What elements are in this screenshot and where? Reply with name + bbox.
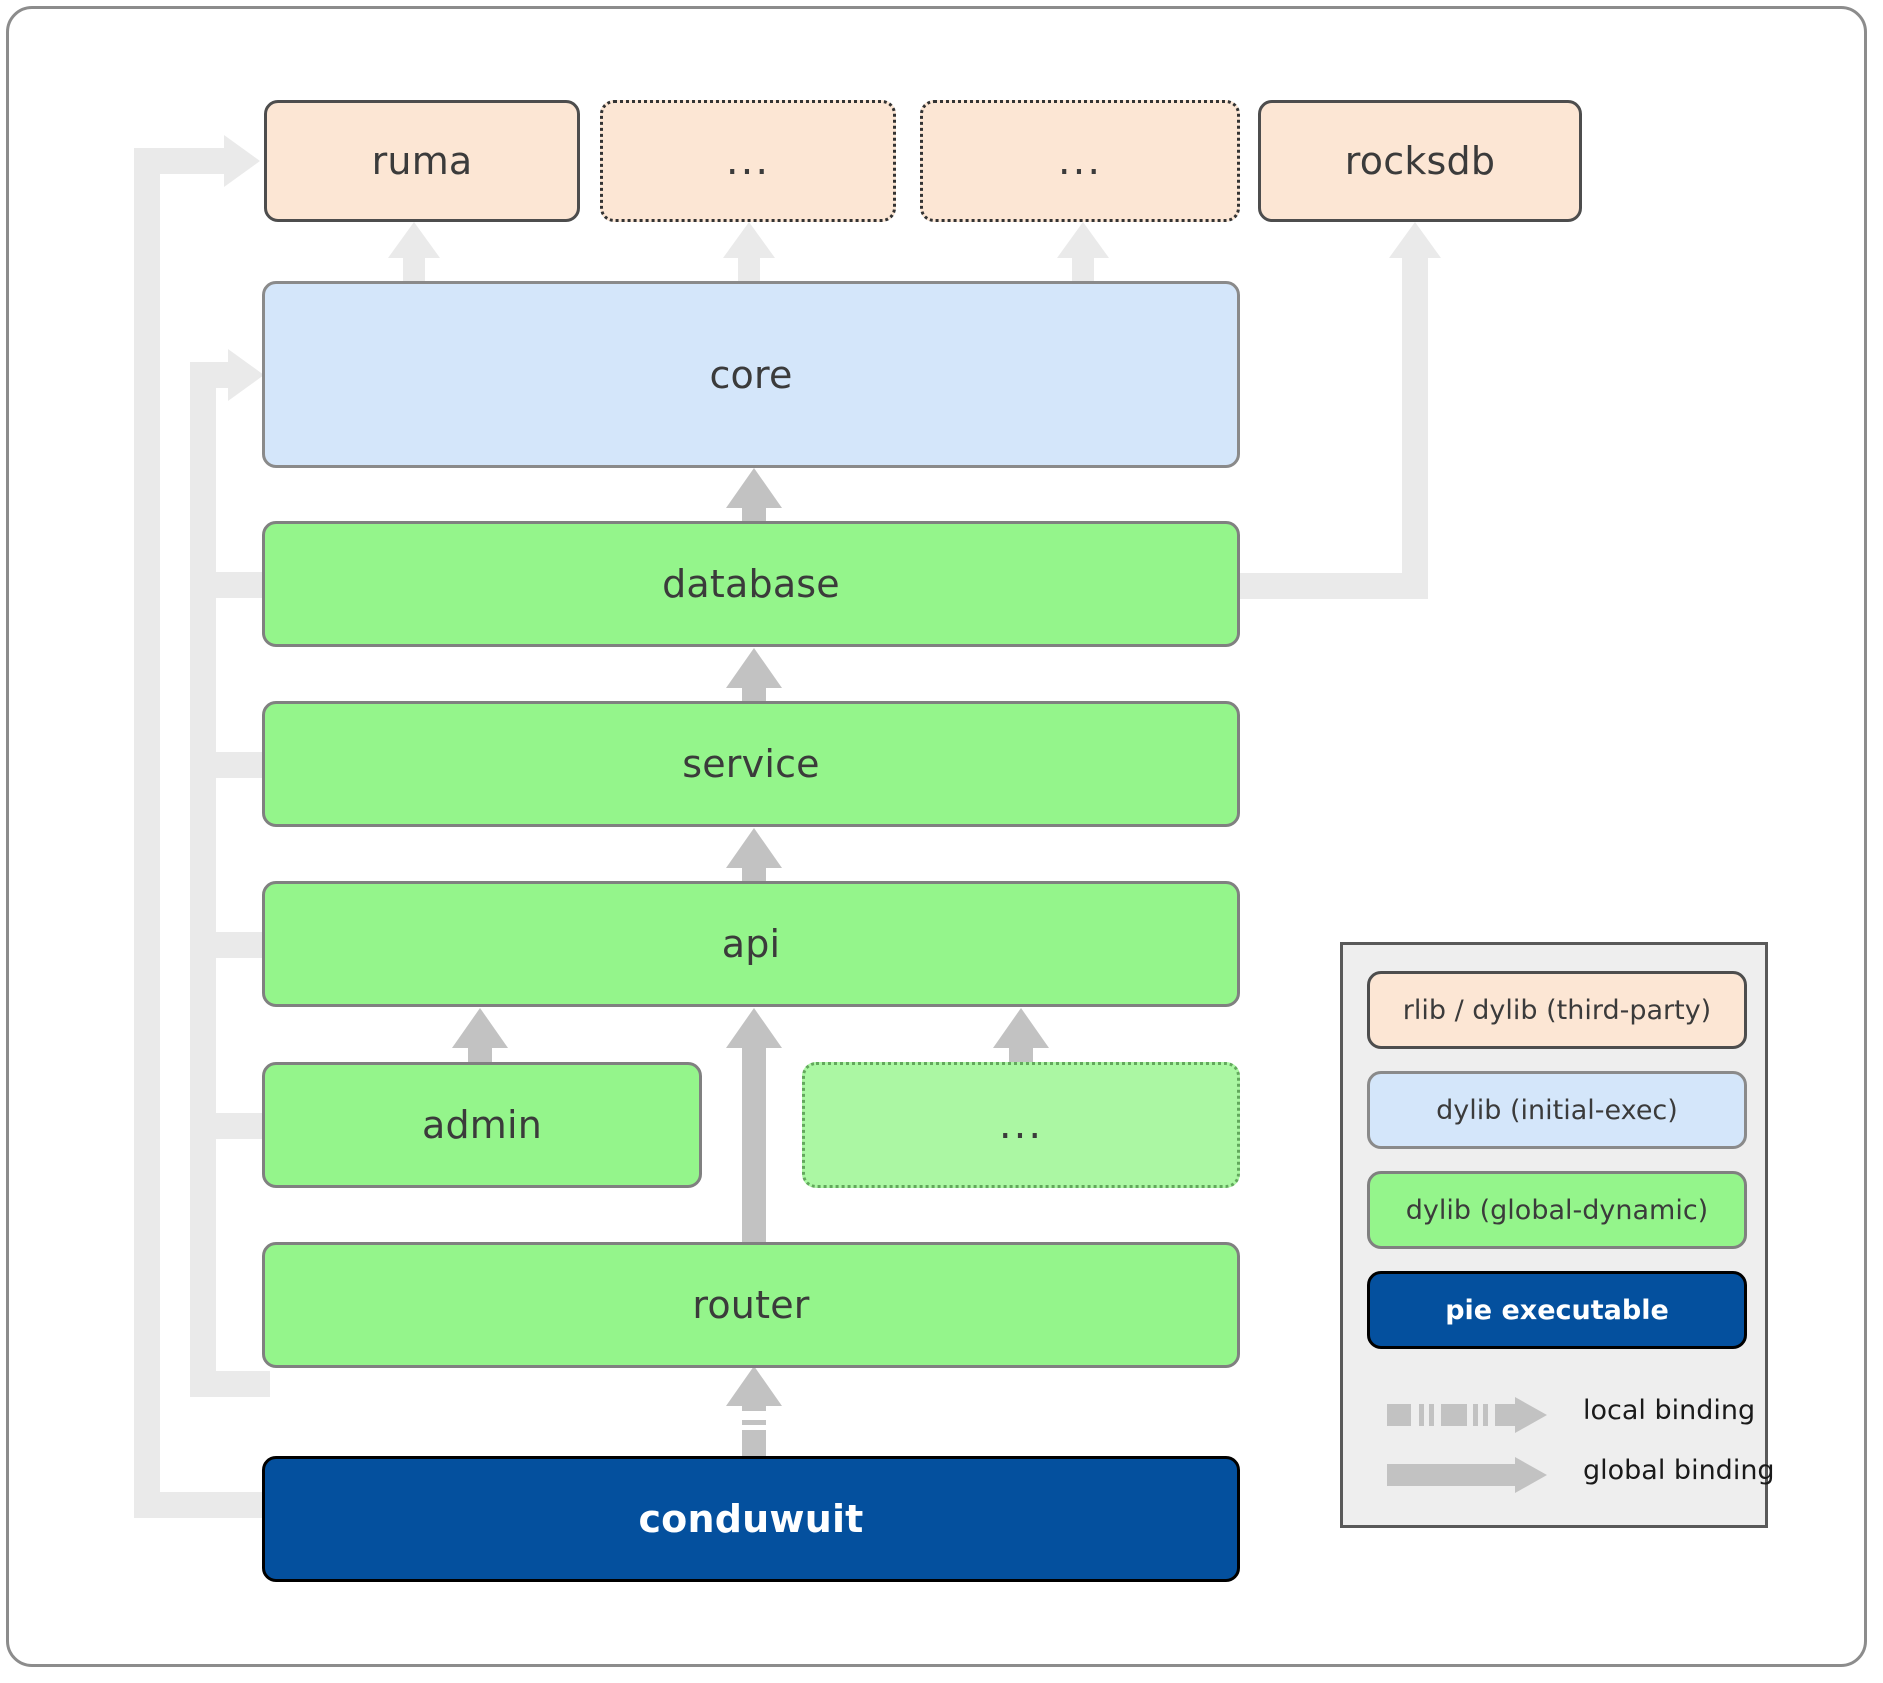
node-ext1-label: ... <box>725 138 771 184</box>
node-more-label: ... <box>998 1102 1044 1148</box>
bus-branch-api <box>190 932 270 958</box>
core-to-ruma-arrowhead <box>388 222 440 258</box>
node-database[interactable]: database <box>262 521 1240 647</box>
node-core-label: core <box>709 352 793 397</box>
node-ruma[interactable]: ruma <box>264 100 580 222</box>
database-to-core-arrowhead <box>726 468 782 508</box>
legend-panel: rlib / dylib (third-party) dylib (initia… <box>1340 942 1775 1528</box>
bus-outer-bottom <box>134 1492 264 1518</box>
node-more[interactable]: ... <box>802 1062 1240 1188</box>
legend-swatch-third-party: rlib / dylib (third-party) <box>1367 971 1747 1049</box>
conduwuit-to-router-shaft-seg2 <box>742 1420 766 1425</box>
bus-branch-database <box>190 572 270 598</box>
node-conduwuit-label: conduwuit <box>638 1497 864 1541</box>
api-to-service-arrowhead <box>726 828 782 868</box>
legend-swatch-pie-executable-label: pie executable <box>1445 1294 1669 1326</box>
legend-swatch-third-party-label: rlib / dylib (third-party) <box>1402 994 1712 1026</box>
core-to-ext1-arrowhead <box>723 222 775 258</box>
legend-swatch-initial-exec: dylib (initial-exec) <box>1367 1071 1747 1149</box>
node-conduwuit[interactable]: conduwuit <box>262 1456 1240 1582</box>
legend-global-binding-icon <box>1387 1457 1547 1493</box>
node-admin[interactable]: admin <box>262 1062 702 1188</box>
node-database-label: database <box>662 562 840 606</box>
service-to-database-arrowhead <box>726 648 782 688</box>
legend-local-binding-icon <box>1387 1397 1547 1433</box>
node-core[interactable]: core <box>262 281 1240 468</box>
legend-swatch-pie-executable: pie executable <box>1367 1271 1747 1349</box>
legend-local-binding-label: local binding <box>1583 1395 1756 1426</box>
bus-branch-core-arrowhead <box>228 349 264 401</box>
node-api-label: api <box>721 922 781 966</box>
node-router[interactable]: router <box>262 1242 1240 1368</box>
node-ruma-label: ruma <box>371 139 473 183</box>
legend-swatch-global-dynamic: dylib (global-dynamic) <box>1367 1171 1747 1249</box>
bus-inner-bottom <box>190 1371 270 1397</box>
bus-branch-service <box>190 752 270 778</box>
bus-inner-vertical <box>190 362 216 1397</box>
router-to-api-arrowhead <box>726 1008 782 1048</box>
node-service-label: service <box>682 742 820 786</box>
node-router-label: router <box>692 1283 810 1327</box>
legend-swatch-initial-exec-label: dylib (initial-exec) <box>1436 1094 1678 1126</box>
node-ext1[interactable]: ... <box>600 100 896 222</box>
bus-branch-admin <box>190 1113 270 1139</box>
admin-to-api-arrowhead <box>452 1008 508 1048</box>
conduwuit-to-router-shaft-seg1 <box>742 1430 766 1458</box>
node-api[interactable]: api <box>262 881 1240 1007</box>
node-rocksdb[interactable]: rocksdb <box>1258 100 1582 222</box>
more-to-api-arrowhead <box>993 1008 1049 1048</box>
router-to-api-shaft <box>742 1040 766 1246</box>
node-ext2[interactable]: ... <box>920 100 1240 222</box>
node-rocksdb-label: rocksdb <box>1344 139 1496 183</box>
database-to-rocksdb-vertical <box>1402 258 1428 599</box>
node-ext2-label: ... <box>1057 138 1103 184</box>
conduwuit-to-router-shaft-seg3 <box>742 1406 766 1411</box>
bus-outer-vertical <box>134 148 160 1518</box>
node-admin-label: admin <box>421 1103 543 1147</box>
conduwuit-to-router-arrowhead <box>726 1366 782 1406</box>
bus-to-ruma-arrowhead <box>224 135 260 187</box>
legend-swatch-global-dynamic-label: dylib (global-dynamic) <box>1405 1194 1709 1226</box>
database-to-rocksdb-horizontal <box>1238 573 1428 599</box>
database-to-rocksdb-arrowhead <box>1389 222 1441 258</box>
bus-to-ruma-line <box>134 148 224 174</box>
legend-global-binding-label: global binding <box>1583 1455 1775 1486</box>
node-service[interactable]: service <box>262 701 1240 827</box>
core-to-ext2-arrowhead <box>1057 222 1109 258</box>
